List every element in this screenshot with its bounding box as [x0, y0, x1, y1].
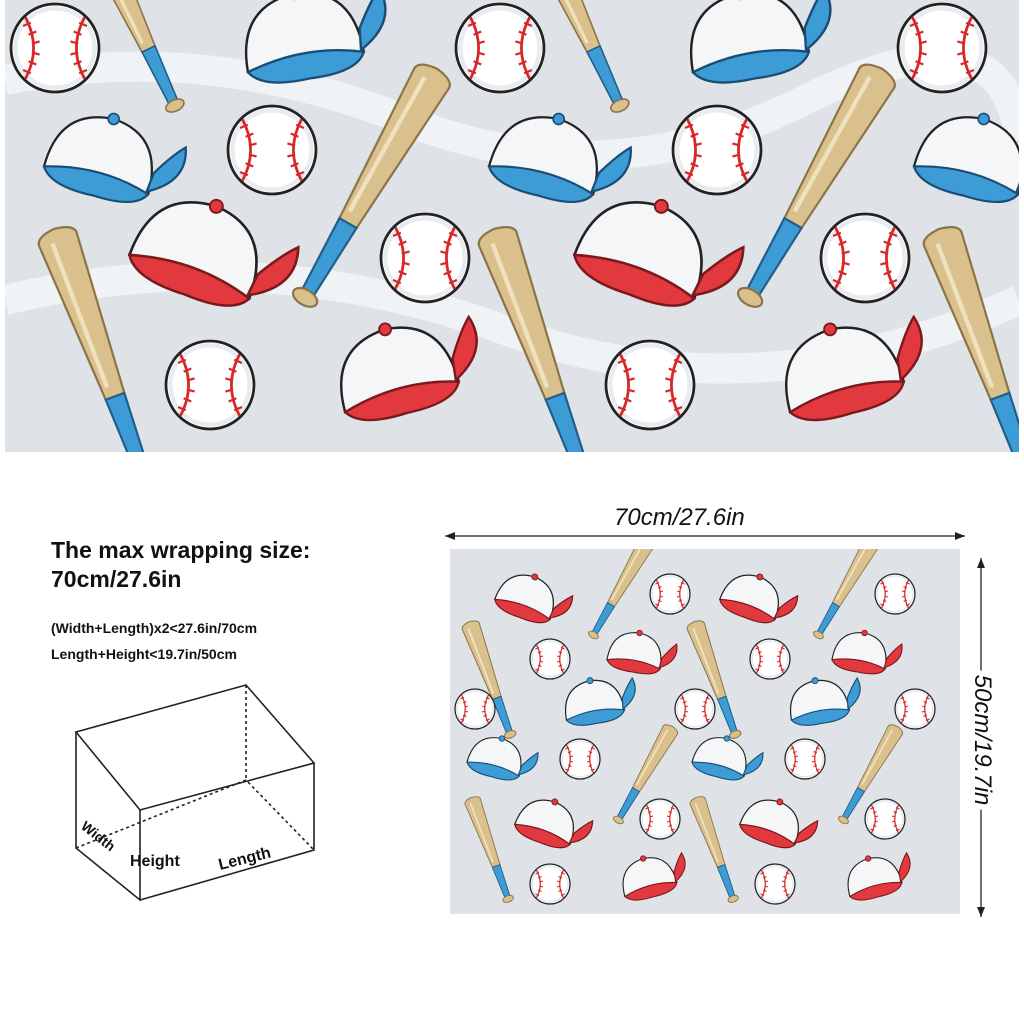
baseball-icon	[821, 214, 909, 302]
width-dimension-line	[440, 508, 970, 544]
height-box-label: Height	[130, 853, 180, 870]
length-height-formula: Length+Height<19.7in/50cm	[51, 646, 237, 662]
width-box-label: Width	[78, 818, 118, 854]
box-diagram: Width Height Length	[70, 680, 320, 910]
baseball-icon	[228, 106, 316, 194]
baseball-icon	[898, 4, 986, 92]
pattern-closeup-image	[5, 0, 1019, 452]
baseball-icon	[381, 214, 469, 302]
baseball-icon	[166, 341, 254, 429]
wrapping-sheet-preview	[450, 549, 960, 914]
height-dimension-label: 50cm/19.7in	[968, 670, 996, 810]
perimeter-formula: (Width+Length)x2<27.6in/70cm	[51, 620, 258, 636]
baseball-icon	[11, 4, 99, 92]
width-dimension-label: 70cm/27.6in	[610, 504, 749, 532]
baseball-icon	[456, 4, 544, 92]
max-size-value: 70cm/27.6in	[51, 566, 182, 592]
baseball-icon	[606, 341, 694, 429]
max-size-heading: The max wrapping size:	[51, 537, 311, 563]
baseball-icon	[673, 106, 761, 194]
